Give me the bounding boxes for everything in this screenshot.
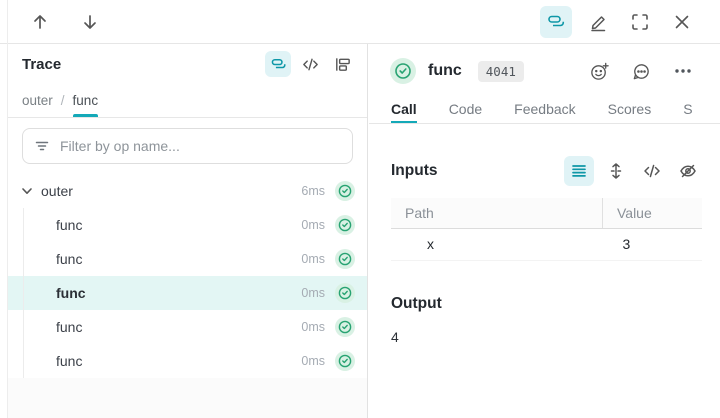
inputs-list-view-button[interactable] — [564, 156, 594, 186]
close-icon — [673, 13, 691, 31]
tree-row-func-5[interactable]: func 0ms — [8, 344, 367, 378]
call-detail-panel: func 4041 — [369, 44, 720, 418]
tree-row-duration: 0ms — [301, 218, 325, 232]
next-call-button[interactable] — [74, 6, 106, 38]
call-id-badge: 4041 — [477, 60, 524, 82]
tree-row-duration: 0ms — [301, 320, 325, 334]
tree-row-func-1[interactable]: func 0ms — [8, 208, 367, 242]
tree-row-duration: 0ms — [301, 252, 325, 266]
tab-feedback[interactable]: Feedback — [514, 100, 576, 117]
success-check-icon — [335, 249, 355, 269]
chevron-down-icon[interactable] — [20, 184, 34, 198]
eye-off-icon — [678, 161, 698, 181]
fullscreen-button[interactable] — [624, 6, 656, 38]
tab-call[interactable]: Call — [391, 94, 417, 123]
edit-button[interactable] — [582, 6, 614, 38]
call-header: func 4041 — [369, 44, 720, 94]
tree-row-label: func — [56, 251, 83, 267]
tree-row-label: func — [56, 319, 83, 335]
tree-row-label: func — [56, 217, 83, 233]
trace-tree: outer 6ms func 0ms — [8, 174, 367, 378]
success-check-icon — [335, 317, 355, 337]
tree-row-label: func — [56, 285, 86, 301]
output-heading: Output — [391, 294, 442, 312]
expand-rows-icon — [606, 161, 626, 181]
filter-bar — [8, 118, 367, 174]
stacked-view-icon — [545, 11, 567, 33]
tree-row-label: outer — [41, 183, 73, 199]
tree-row-func-2[interactable]: func 0ms — [8, 242, 367, 276]
tree-row-outer[interactable]: outer 6ms — [8, 174, 367, 208]
overflow-menu-icon — [673, 61, 693, 81]
breadcrumb-item-outer[interactable]: outer — [22, 93, 53, 108]
call-title: func — [428, 62, 462, 79]
indent-guide-line — [23, 208, 24, 378]
add-reaction-icon — [589, 61, 610, 82]
success-check-icon — [335, 181, 355, 201]
tree-row-duration: 0ms — [301, 354, 325, 368]
tab-code[interactable]: Code — [448, 100, 483, 117]
top-toolbar — [0, 0, 720, 44]
inputs-column-path: Path — [391, 198, 603, 229]
previous-call-button[interactable] — [24, 6, 56, 38]
inputs-code-view-button[interactable] — [638, 157, 666, 185]
pencil-icon — [587, 11, 609, 33]
tree-row-func-4[interactable]: func 0ms — [8, 310, 367, 344]
detail-tabs: Call Code Feedback Scores S — [369, 94, 720, 124]
trace-panel-header: Trace — [8, 44, 367, 84]
inputs-hide-button[interactable] — [674, 157, 702, 185]
fullscreen-icon — [630, 12, 650, 32]
success-check-icon — [335, 215, 355, 235]
stacked-view-toggle-button[interactable] — [540, 5, 572, 38]
drawer-edge-divider — [7, 0, 8, 418]
tree-row-duration: 6ms — [301, 184, 325, 198]
call-tab-content: Inputs — [369, 124, 720, 345]
list-view-icon — [569, 161, 589, 181]
tree-row-func-3-selected[interactable]: func 0ms — [8, 276, 367, 310]
tab-scores[interactable]: Scores — [607, 100, 652, 117]
trace-panel: Trace — [8, 44, 368, 418]
filter-input[interactable] — [60, 138, 342, 154]
inputs-heading: Inputs — [391, 162, 438, 179]
flamegraph-view-icon — [333, 55, 352, 74]
success-check-icon — [335, 351, 355, 371]
close-button[interactable] — [666, 6, 698, 38]
add-reaction-button[interactable] — [586, 58, 612, 84]
inputs-column-value: Value — [601, 198, 702, 229]
arrow-up-icon — [30, 12, 50, 32]
filter-icon — [33, 137, 51, 155]
tab-summary-clipped[interactable]: S — [683, 100, 693, 117]
success-check-icon — [335, 283, 355, 303]
trace-stacked-view-button[interactable] — [265, 51, 291, 77]
breadcrumb: outer / func — [8, 84, 367, 118]
tree-row-duration: 0ms — [301, 286, 325, 300]
comment-button[interactable] — [628, 58, 654, 84]
breadcrumb-item-func[interactable]: func — [72, 84, 98, 117]
trace-flamegraph-view-button[interactable] — [329, 51, 355, 77]
comment-icon — [631, 61, 652, 82]
inputs-expand-rows-button[interactable] — [602, 157, 630, 185]
tree-row-label: func — [56, 353, 83, 369]
input-path-cell: x — [391, 228, 603, 261]
inputs-table-row: x 3 — [391, 228, 702, 261]
success-check-icon — [390, 58, 416, 84]
code-view-icon — [301, 55, 320, 74]
inputs-table: Path Value x 3 — [391, 198, 702, 261]
output-value: 4 — [391, 328, 399, 345]
overflow-menu-button[interactable] — [670, 58, 696, 84]
stacked-view-icon — [269, 55, 288, 74]
trace-panel-title: Trace — [22, 55, 62, 73]
input-value-cell: 3 — [602, 228, 702, 261]
code-view-icon — [642, 161, 662, 181]
trace-code-view-button[interactable] — [297, 51, 323, 77]
arrow-down-icon — [80, 12, 100, 32]
breadcrumb-separator: / — [60, 93, 65, 108]
